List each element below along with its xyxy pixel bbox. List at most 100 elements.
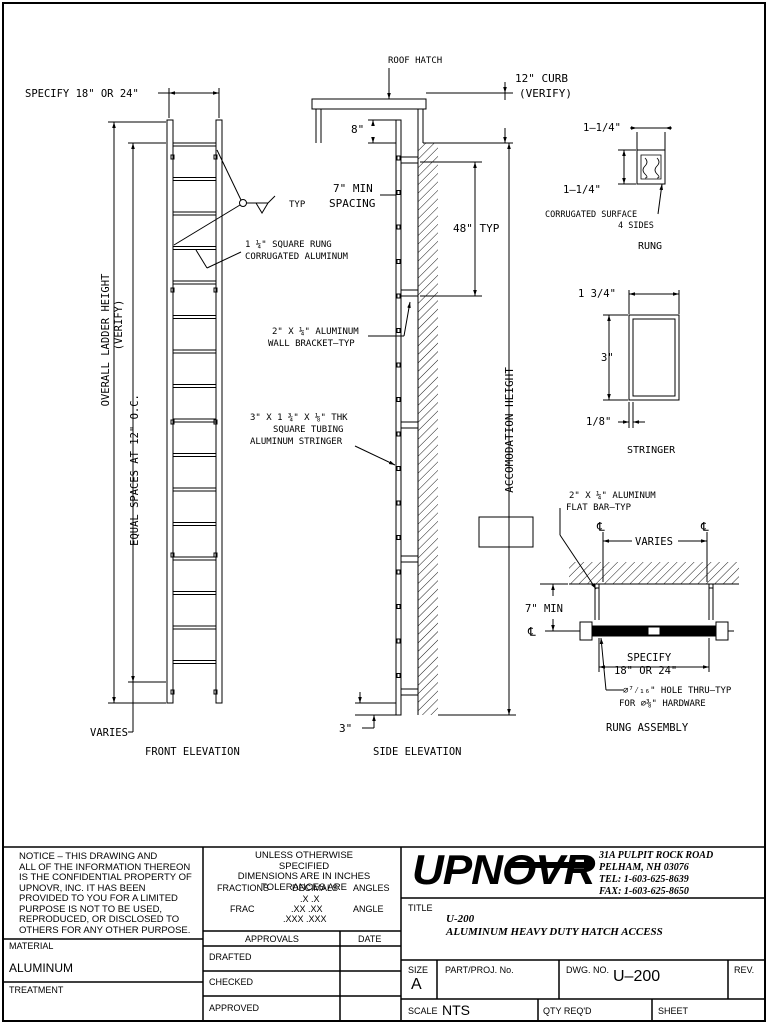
flat-bar-label: 2" X ¼" ALUMINUM	[569, 491, 656, 501]
wall-bracket	[400, 289, 419, 297]
wall-bracket	[400, 156, 419, 164]
approved-label: APPROVED	[209, 1003, 260, 1013]
decimals-header: DECIMALS	[292, 883, 339, 893]
revision-label: REV.	[734, 965, 755, 975]
flat-bar-label2: FLAT BAR–TYP	[566, 503, 632, 513]
side-rung	[396, 155, 401, 161]
rung-assembly	[540, 508, 739, 691]
side-elevation	[311, 68, 534, 729]
date-header: DATE	[358, 934, 382, 944]
wall-bracket	[400, 555, 419, 563]
min-spacing-label: 7" MIN	[333, 182, 373, 195]
drawing-title: ALUMINUM HEAVY DUTY HATCH ACCESS	[446, 926, 663, 938]
rung-detail-title: RUNG	[638, 241, 662, 252]
specify-width-label: SPECIFY 18" OR 24"	[25, 88, 139, 100]
side-rung	[396, 224, 401, 230]
material-label: MATERIAL	[9, 941, 54, 951]
approvals-header: APPROVALS	[245, 934, 299, 944]
tube-label: 3" X 1 ¾" X ⅛" THK	[250, 413, 348, 423]
side-rung	[396, 397, 401, 402]
stringer-detail	[603, 290, 680, 428]
bolt	[170, 419, 175, 425]
centerline-right: ℄	[700, 520, 709, 534]
side-rung	[396, 500, 401, 506]
side-rung	[396, 362, 401, 368]
weld-typ-label: TYP	[289, 200, 306, 210]
dwg-number-label: DWG. NO.	[566, 965, 609, 975]
wall-bracket	[400, 688, 419, 696]
rung-label-line2: CORRUGATED ALUMINUM	[245, 252, 349, 262]
treatment-label: TREATMENT	[9, 985, 64, 995]
bolt	[170, 287, 175, 293]
hole-label: ⌀⁷⁄₁₆" HOLE THRU–TYP	[623, 686, 732, 696]
rung-assembly-title: RUNG ASSEMBLY	[606, 722, 689, 734]
front-elevation	[108, 88, 276, 733]
stringer-width-dim: 1 3/4"	[578, 288, 616, 300]
checked-label: CHECKED	[209, 977, 254, 987]
decimal-row-3: .XXX .XXX	[283, 914, 327, 924]
stringer-height-dim: 3"	[601, 352, 614, 364]
decimal-row-1: .X .X	[300, 894, 320, 904]
qty-required-label: QTY REQ'D	[543, 1006, 592, 1016]
rung-detail	[618, 126, 672, 215]
angles-header: ANGLES	[353, 883, 390, 893]
side-rung	[396, 293, 401, 299]
bolt	[213, 419, 218, 425]
side-rung	[396, 431, 401, 437]
roof-hatch-label: ROOF HATCH	[388, 56, 442, 66]
equal-spaces-label: EQUAL SPACES AT 12" O.C.	[129, 394, 141, 546]
tube-label3: ALUMINUM STRINGER	[250, 437, 343, 447]
rung-dim-height: 1–1/4"	[563, 184, 601, 196]
fractions-header: FRACTIONS	[217, 883, 270, 893]
logo-arrow-icon	[508, 858, 595, 872]
material-value: ALUMINUM	[9, 961, 74, 975]
angle-label: ANGLE	[353, 904, 384, 914]
centerline-rung: ℄	[527, 625, 536, 639]
centerline-left: ℄	[596, 520, 605, 534]
assembly-specify: SPECIFY	[627, 652, 672, 664]
company-logo: UPNOVR	[412, 846, 595, 893]
typ-48-label: 48" TYP	[453, 222, 500, 235]
title-label: TITLE	[408, 903, 433, 913]
sheet-label: SHEET	[658, 1006, 689, 1016]
stringer-thickness-dim: 1/8"	[586, 416, 611, 428]
assembly-min: 7" MIN	[525, 603, 563, 615]
side-rung	[396, 466, 401, 471]
bracket-label2: WALL BRACKET–TYP	[268, 339, 355, 349]
wall-bracket	[400, 421, 419, 429]
scale-value: NTS	[442, 1002, 470, 1018]
bolt	[170, 154, 175, 160]
overall-height-label: OVERALL LADDER HEIGHT	[100, 273, 112, 406]
min-spacing-label2: SPACING	[329, 197, 375, 210]
size-value: A	[411, 976, 422, 993]
stringer-detail-title: STRINGER	[627, 445, 676, 456]
rung-surface-label: CORRUGATED SURFACE	[545, 210, 637, 220]
overall-height-verify: (VERIFY)	[113, 300, 125, 351]
scale-label: SCALE	[408, 1006, 438, 1016]
curb-label: 12" CURB	[515, 72, 568, 85]
side-rung	[396, 190, 401, 195]
curb-verify: (VERIFY)	[519, 87, 572, 100]
assembly-varies: VARIES	[635, 536, 673, 548]
eight-inch-label: 8"	[351, 123, 364, 136]
side-rung	[396, 673, 401, 678]
assembly-specify2: 18" OR 24"	[614, 665, 677, 677]
bolt	[170, 689, 175, 695]
front-elevation-title: FRONT ELEVATION	[145, 746, 240, 758]
accommodation-height-label: ACCOMODATION HEIGHT	[503, 367, 516, 493]
bolt	[170, 552, 175, 558]
part-number-label: PART/PROJ. No.	[445, 965, 514, 975]
side-elevation-title: SIDE ELEVATION	[373, 746, 462, 758]
rung-dim-width: 1–1/4"	[583, 122, 621, 134]
title-block-frame	[3, 846, 765, 1021]
rung-surface-label2: 4 SIDES	[618, 221, 654, 231]
side-rung	[396, 638, 401, 644]
bolt	[213, 689, 218, 695]
bolt	[213, 552, 218, 558]
tube-label2: SQUARE TUBING	[273, 425, 343, 435]
bracket-label: 2" X ¼" ALUMINUM	[272, 327, 359, 337]
side-rung	[396, 328, 401, 333]
